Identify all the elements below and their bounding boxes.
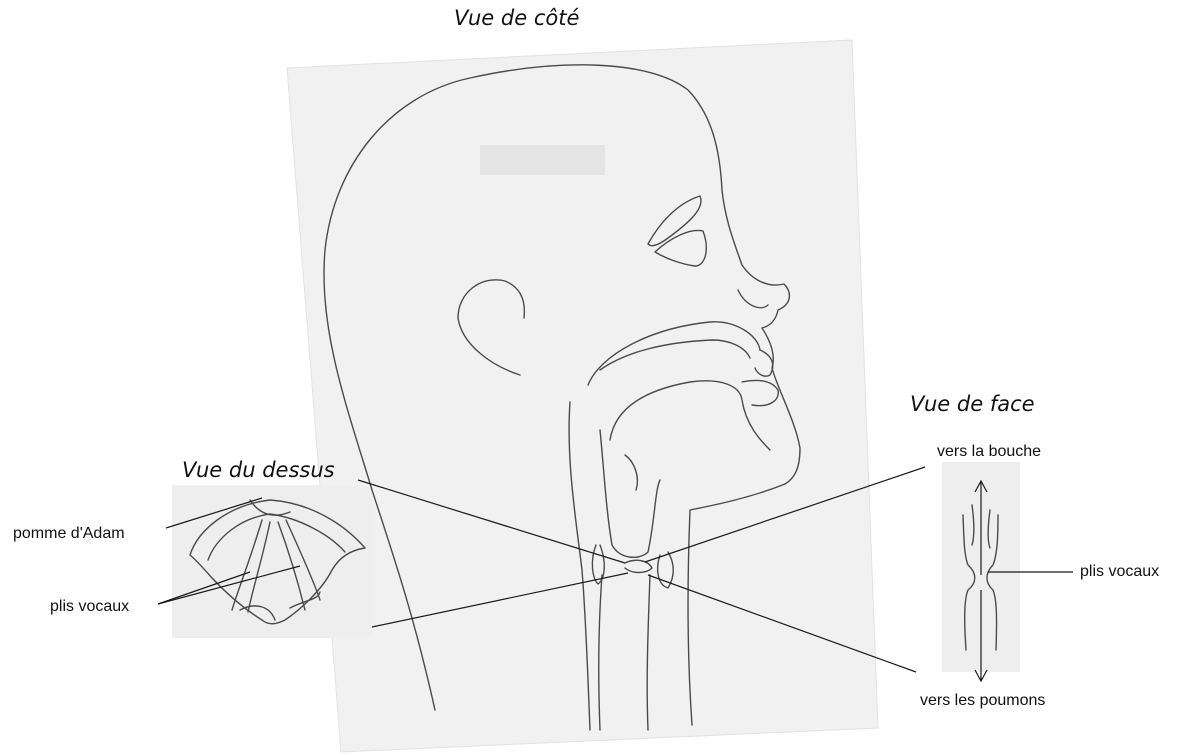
side-view-title: Vue de côté [454, 6, 579, 30]
top-view-title: Vue du dessus [182, 458, 335, 482]
label-to-lungs: vers les poumons [920, 692, 1045, 710]
label-vocal-folds-top: plis vocaux [50, 598, 129, 616]
front-view-title: Vue de face [910, 392, 1035, 416]
label-vocal-folds-front: plis vocaux [1080, 563, 1159, 581]
paper-smudge [480, 145, 605, 175]
label-to-mouth: vers la bouche [937, 443, 1041, 461]
label-adams-apple: pomme d'Adam [13, 525, 125, 543]
